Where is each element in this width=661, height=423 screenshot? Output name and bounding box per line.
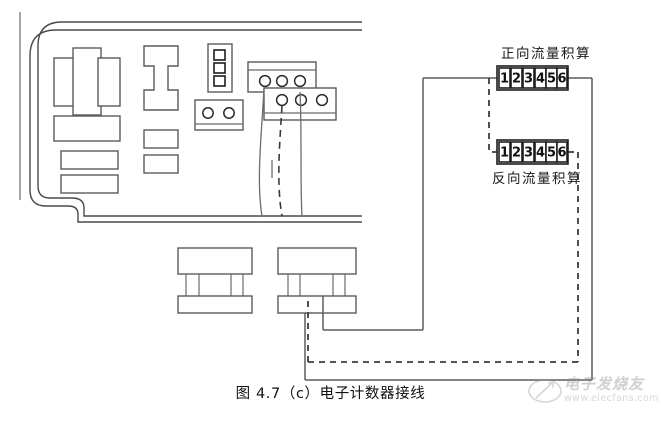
internal-component-group-center <box>143 45 179 174</box>
wiring-dashed-circuit <box>307 78 579 363</box>
reverse-block-number-2: 2 <box>512 146 521 161</box>
internal-wire-left <box>258 87 265 217</box>
forward-block-cell-2[interactable] <box>510 67 523 89</box>
cable-gland-right-base <box>277 295 357 314</box>
terminal-strip-upper-screw-3 <box>293 74 307 88</box>
wire-dashed-to-reverse-terminal-1 <box>488 78 497 153</box>
component-block-left-e <box>60 174 119 194</box>
terminal-strip-lower-screw-3 <box>315 93 329 107</box>
component-h-shaped <box>143 45 179 111</box>
connector-2-pole-body <box>194 99 244 131</box>
connector-2-pole-screw-2 <box>223 107 235 119</box>
internal-wire-right <box>299 91 303 217</box>
cable-gland-left <box>177 247 253 314</box>
device-enclosure <box>29 21 362 223</box>
component-bar-b <box>143 154 179 174</box>
forward-block-number-6: 6 <box>557 72 566 87</box>
forward-block-cell-3[interactable] <box>522 67 535 89</box>
internal-wire-dashed <box>278 105 283 217</box>
component-bar-a <box>143 129 179 149</box>
connector-3-pin-slot-3 <box>213 75 226 87</box>
reverse-block-number-6: 6 <box>557 146 566 161</box>
connector-2-pole-screw-1 <box>202 107 214 119</box>
reverse-block-number-3: 3 <box>524 146 533 161</box>
forward-block-cell-1[interactable] <box>498 67 511 89</box>
component-block-left-b <box>97 57 121 107</box>
component-block-left-c <box>53 115 121 142</box>
cable-gland-left-base <box>177 295 253 314</box>
reverse-flow-label: 反向流量积算 <box>492 171 582 187</box>
terminal-strip-lower-screw-1 <box>275 93 289 107</box>
connector-2-pole-screw <box>194 99 244 131</box>
reverse-block-cell-6[interactable] <box>556 141 568 163</box>
forward-block-cell-6[interactable] <box>556 67 568 89</box>
reverse-block-number-5: 5 <box>547 146 556 161</box>
forward-block-number-3: 3 <box>524 72 533 87</box>
enclosure-front-panel-outline <box>37 21 362 217</box>
forward-block-number-5: 5 <box>547 72 556 87</box>
connector-3-pin-vertical <box>207 43 233 93</box>
cable-gland-right-flange <box>277 247 357 275</box>
wiring-solid-circuit <box>304 77 593 381</box>
reverse-flow-terminal-block[interactable]: 1 2 3 4 5 6 <box>496 139 569 165</box>
forward-flow-terminal-block[interactable]: 1 2 3 4 5 6 <box>496 65 569 91</box>
cable-gland-left-flange <box>177 247 253 275</box>
reverse-block-cell-2[interactable] <box>510 141 523 163</box>
internal-wire-bundle <box>258 87 303 217</box>
connector-3-pin-slot-1 <box>213 49 226 61</box>
terminal-strip-upper-screw-2 <box>275 74 289 88</box>
component-block-left-center <box>72 47 102 116</box>
reverse-block-number-1: 1 <box>500 146 509 161</box>
forward-block-number-1: 1 <box>500 72 509 87</box>
component-block-left-d <box>60 150 119 170</box>
forward-block-number-2: 2 <box>512 72 521 87</box>
terminal-strip-upper-screw-1 <box>258 74 272 88</box>
forward-block-number-4: 4 <box>536 72 545 87</box>
reverse-block-number-4: 4 <box>536 146 545 161</box>
reverse-block-cell-3[interactable] <box>522 141 535 163</box>
connector-3-pin-slot-2 <box>213 62 226 74</box>
internal-component-group-left <box>53 47 121 194</box>
cable-gland-right <box>277 247 357 314</box>
reverse-block-cell-1[interactable] <box>498 141 511 163</box>
enclosure-outer-edge-outline <box>29 29 362 223</box>
terminal-strip-upper-3-screw <box>247 61 317 93</box>
forward-flow-label: 正向流量积算 <box>501 46 591 62</box>
figure-caption: 图 4.7（c）电子计数器接线 <box>235 386 426 402</box>
